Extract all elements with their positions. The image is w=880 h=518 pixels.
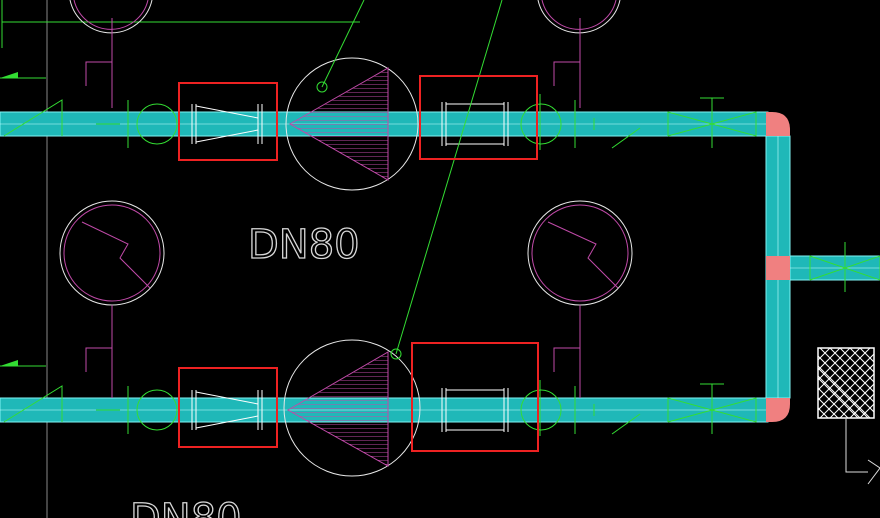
size-label-mid: DN80 xyxy=(248,222,360,268)
gauge-top-left xyxy=(69,0,153,108)
flex-joint-top-right xyxy=(441,102,509,146)
highlight-flex-joint-bottom[interactable] xyxy=(411,342,539,452)
top-leader-lines xyxy=(0,0,360,367)
bottom-run-fittings xyxy=(3,380,757,436)
highlight-boxes xyxy=(178,75,539,452)
pump-top xyxy=(285,57,419,191)
check-valve-top-left xyxy=(191,104,263,144)
top-run-fittings xyxy=(3,94,757,150)
pump-leaders xyxy=(321,0,503,355)
gauge-mid-left xyxy=(59,200,165,398)
size-label-bottom: DN80 xyxy=(130,496,242,518)
pump-bottom xyxy=(283,339,421,477)
gauge-top-right xyxy=(537,0,621,108)
crosshatched-box xyxy=(817,347,880,485)
flex-joint-bottom-right xyxy=(441,388,509,432)
arrow-marker-top xyxy=(0,72,18,78)
branch-valve xyxy=(809,242,880,292)
arrow-marker-bottom xyxy=(0,360,18,366)
highlight-check-valve-bottom[interactable] xyxy=(178,367,278,448)
highlight-flex-joint-top[interactable] xyxy=(419,75,538,160)
gauge-mid-right xyxy=(527,200,633,398)
check-valve-bottom-left xyxy=(191,390,263,430)
highlight-check-valve-top[interactable] xyxy=(178,82,278,161)
elbow-fittings xyxy=(766,112,790,422)
